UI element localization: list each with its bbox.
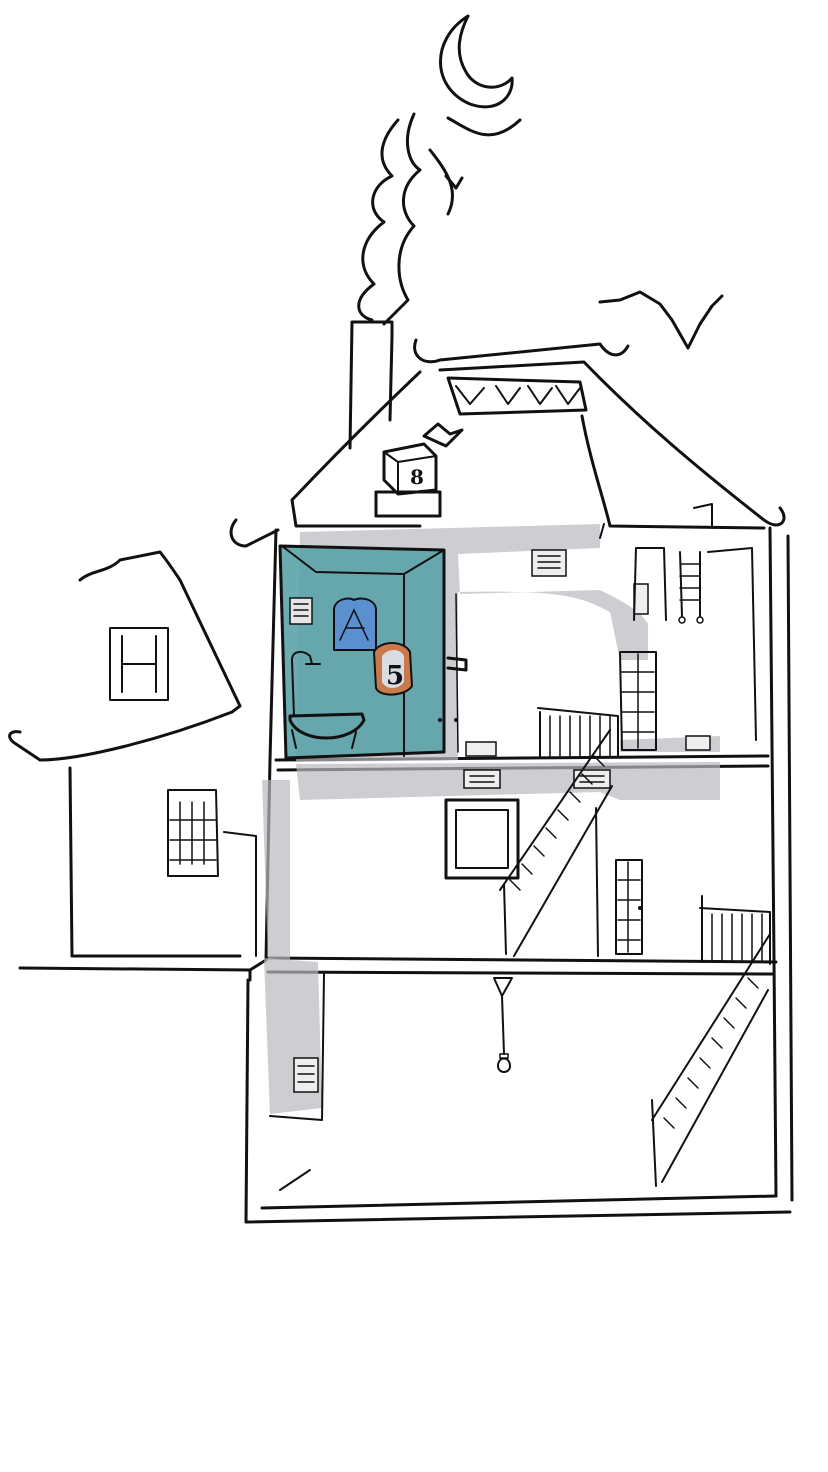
numbered-plaque[interactable]: 5 bbox=[373, 642, 413, 696]
attic-wall-right bbox=[619, 547, 757, 751]
main-roof bbox=[229, 338, 786, 548]
picture-frame[interactable] bbox=[444, 798, 520, 880]
annex-building bbox=[18, 766, 257, 982]
chimney-smoke bbox=[357, 112, 522, 326]
hanging-lightbulb[interactable] bbox=[493, 977, 513, 1073]
bathtub[interactable] bbox=[288, 650, 366, 749]
crescent-moon bbox=[439, 14, 514, 109]
box-number: 8 bbox=[410, 465, 424, 489]
crow-icon bbox=[422, 422, 464, 448]
chimney bbox=[348, 320, 394, 450]
upper-railing bbox=[537, 707, 619, 759]
interior-walls bbox=[269, 523, 605, 1121]
bathroom-window bbox=[333, 597, 377, 651]
numbered-box[interactable]: 8 bbox=[374, 442, 442, 518]
middle-railing bbox=[699, 895, 771, 965]
bat-icon bbox=[598, 290, 724, 350]
bathroom-room[interactable]: 5 bbox=[278, 544, 446, 760]
plaque-number: 5 bbox=[386, 661, 404, 691]
wall-vents bbox=[293, 549, 711, 1093]
stairs-cellar[interactable] bbox=[651, 933, 771, 1187]
bathroom-vent bbox=[289, 597, 313, 625]
middle-door[interactable] bbox=[615, 859, 643, 955]
attic-ladder[interactable] bbox=[678, 503, 713, 624]
annex-roof bbox=[8, 550, 242, 762]
